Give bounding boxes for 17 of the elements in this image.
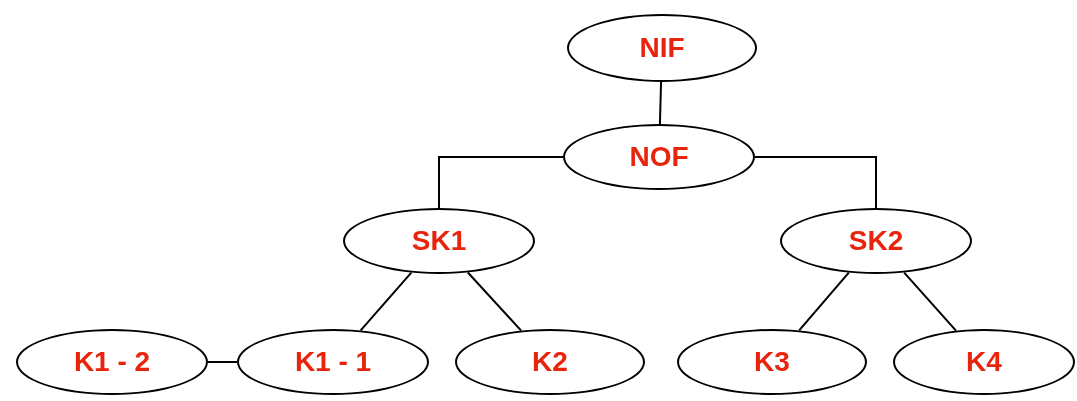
node-label: K1 - 1 — [294, 346, 372, 378]
connector-line — [359, 271, 413, 332]
connector-line — [798, 271, 850, 332]
connector-line — [903, 271, 957, 332]
node-label: SK2 — [848, 225, 904, 257]
connector-line — [658, 81, 663, 125]
connector-line — [466, 271, 523, 332]
node-label: K4 — [966, 346, 1002, 378]
node-label: K1 - 2 — [73, 346, 151, 378]
node-label: K3 — [754, 346, 790, 378]
connector-line — [438, 156, 564, 209]
node-label: NOF — [629, 141, 689, 173]
node-label: K2 — [532, 346, 568, 378]
connector-line — [754, 156, 877, 209]
node-label: NIF — [639, 32, 685, 64]
connector-line — [207, 361, 238, 363]
node-label: SK1 — [411, 225, 467, 257]
